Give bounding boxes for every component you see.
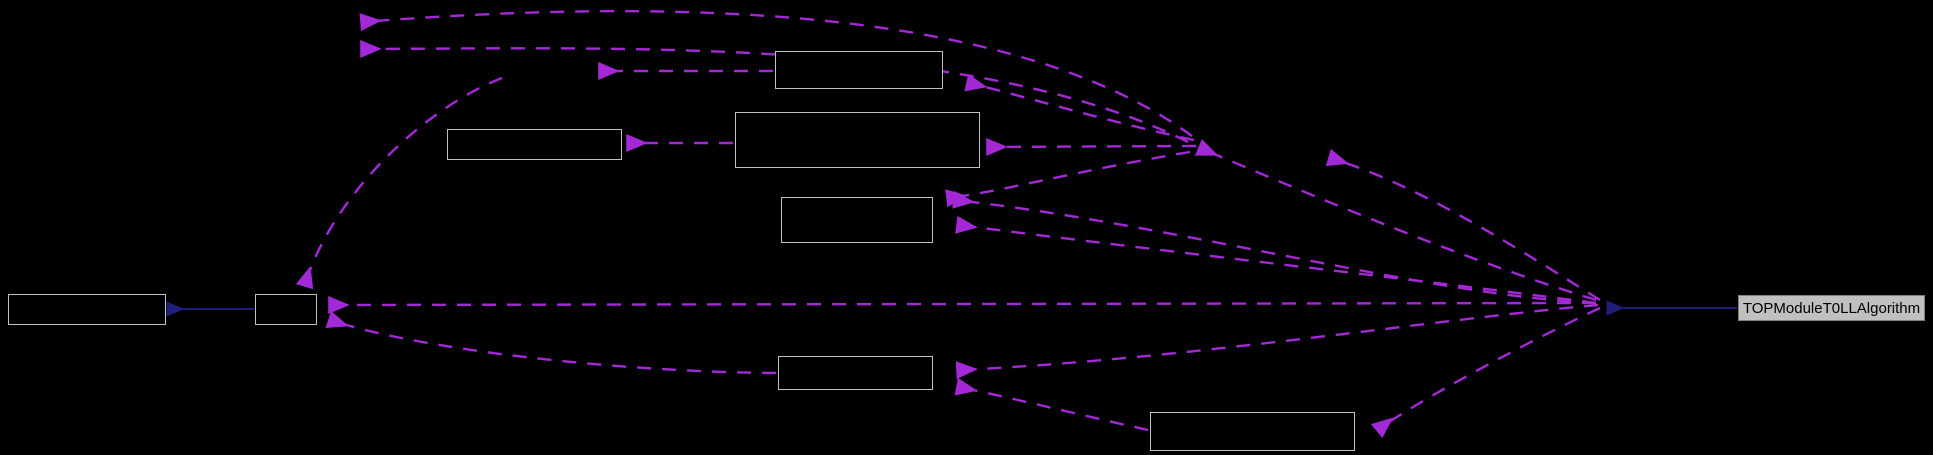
edge-hub-to-node5-upper (952, 190, 1597, 305)
graph-node-6[interactable] (778, 356, 933, 390)
edge-hub-to-node1-straight (328, 296, 1597, 315)
graph-node-5[interactable] (781, 197, 933, 243)
edge-midhub-topleft-b (360, 40, 1189, 144)
edge-midhub-to-node3-right (964, 73, 1195, 142)
edge-node6-to-node1 (325, 310, 777, 375)
edge-midhub-to-node4 (986, 138, 1197, 157)
edge-midhub-to-node5-right (945, 150, 1191, 208)
graph-node-7[interactable] (1150, 412, 1355, 451)
edge-hub-to-node5-lower (955, 215, 1597, 305)
edge-node2-to-node1 (295, 76, 503, 290)
edge-node7-to-node6 (954, 377, 1149, 432)
graph-node-4[interactable] (735, 112, 980, 168)
edge-group-direct (166, 300, 1737, 317)
edge-group-callers (295, 9, 1601, 439)
graph-node-1[interactable] (255, 294, 317, 325)
graph-node-focus-topmodulet0llalgorithm[interactable]: TOPModuleT0LLAlgorithm (1738, 295, 1925, 321)
graph-node-2[interactable] (447, 129, 622, 160)
edge-hub-to-node7 (1370, 306, 1601, 439)
edge-hub-to-node6-upper (955, 303, 1599, 380)
edge-hub-to-mid-node (1194, 139, 1597, 302)
edge-hub-to-stray-arrowhead (1325, 148, 1601, 302)
graph-node-focus-label: TOPModuleT0LLAlgorithm (1742, 299, 1921, 317)
graph-node-0[interactable] (8, 294, 166, 325)
graph-node-3[interactable] (775, 51, 943, 89)
edge-midhub-topleft-a (359, 9, 1193, 137)
